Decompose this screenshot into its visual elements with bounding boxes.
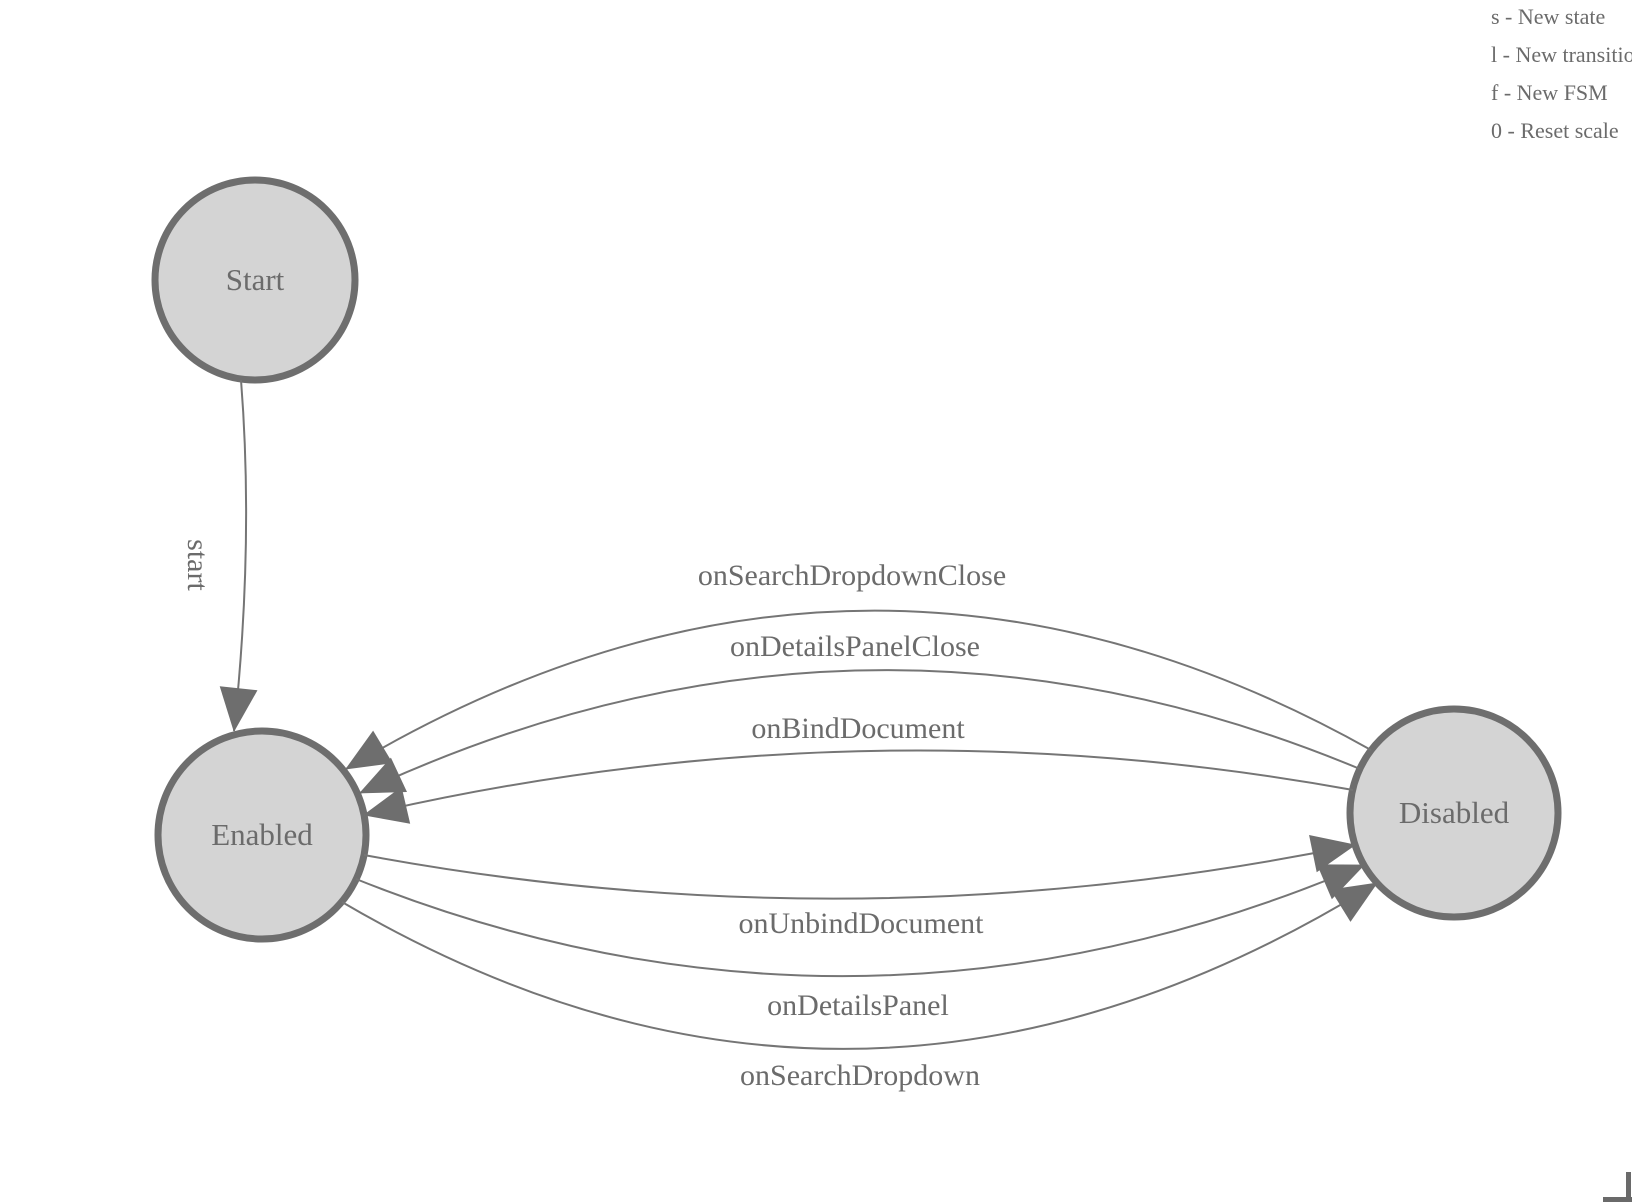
legend-line-new-state: s - New state	[1491, 4, 1606, 29]
state-node-enabled[interactable]	[154, 727, 370, 943]
state-node-start[interactable]	[151, 176, 359, 384]
edge-onbinddocument[interactable]	[363, 749, 1354, 824]
edge-onsearchdropdownclose[interactable]	[345, 609, 1372, 770]
canvas-corner-mark-horizontal	[1603, 1197, 1632, 1202]
edge-ondetailspanel[interactable]	[355, 864, 1365, 978]
edge-start-to-enabled[interactable]	[219, 379, 258, 732]
edge-onsearchdropdown[interactable]	[341, 882, 1378, 1050]
shortcut-legend: s - New state l - New transition f - New…	[1491, 0, 1632, 150]
edge-ondetailspanelclose[interactable]	[359, 669, 1361, 794]
canvas-corner-mark-vertical	[1626, 1172, 1631, 1202]
legend-line-new-fsm: f - New FSM	[1491, 80, 1608, 105]
state-node-disabled[interactable]	[1346, 705, 1562, 921]
legend-line-reset-scale: 0 - Reset scale	[1491, 118, 1619, 143]
legend-line-new-transition: l - New transition	[1491, 42, 1632, 67]
edge-onunbinddocument[interactable]	[363, 835, 1356, 900]
